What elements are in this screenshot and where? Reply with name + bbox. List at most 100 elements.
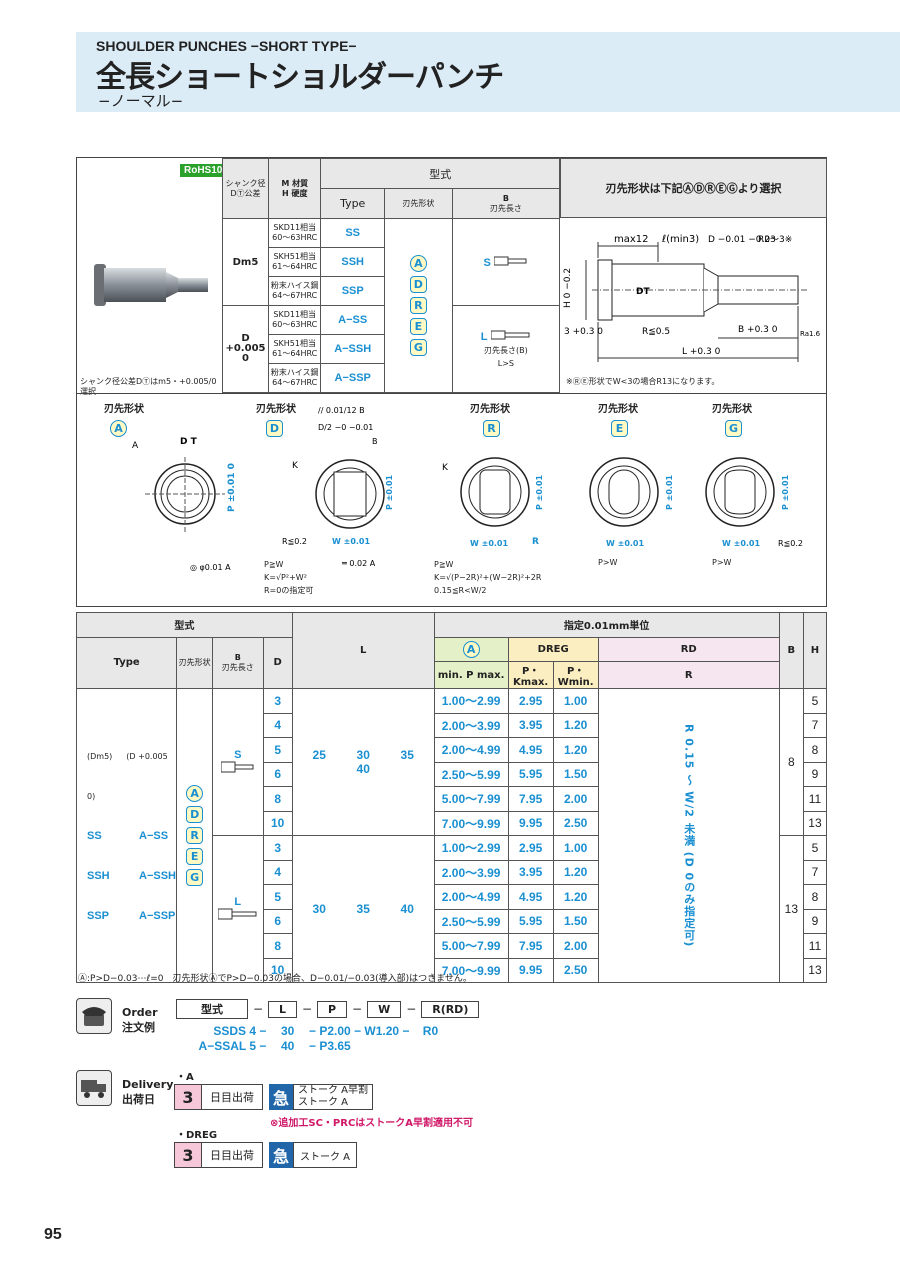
- rohs-badge: RoHS10: [180, 164, 227, 177]
- cell-pk: 2.95: [507, 835, 554, 861]
- cell-d: 3: [262, 835, 293, 861]
- delivery-a-row: 3 日目出荷 急 ストーク A早割ストーク A: [174, 1084, 374, 1110]
- cell-a-range: 1.00〜2.99: [433, 835, 509, 861]
- svg-text:═ 0.02 A: ═ 0.02 A: [341, 559, 376, 568]
- shape-a-drawing: A D T P ±0.01 0 ◎ φ0.01 A: [132, 437, 237, 572]
- cell-pw: 1.00: [552, 688, 599, 714]
- th-type: Type: [75, 636, 178, 689]
- shape-a-title: 刃先形状: [104, 404, 144, 415]
- th-h: H: [802, 612, 828, 689]
- cell-pk: 5.95: [507, 908, 554, 934]
- title-subtitle: −ノーマル−: [98, 92, 184, 110]
- cell-d: 8: [262, 786, 293, 812]
- svg-text:W ±0.01: W ±0.01: [722, 539, 760, 548]
- cell-h: 13: [802, 957, 828, 983]
- cell-a-range: 2.50〜5.99: [433, 761, 509, 787]
- th-pk: P・Kmax.: [507, 661, 554, 689]
- cell-h: 8: [802, 884, 828, 910]
- svg-text:R: R: [532, 537, 539, 547]
- cell-pw: 1.20: [552, 884, 599, 910]
- order-examples: SSDS 4 − 30 − P2.00 − W1.20 − R0 A−SSAL …: [198, 1024, 439, 1053]
- cell-a-range: 2.00〜4.99: [433, 737, 509, 763]
- shape-g-note: P>W: [712, 558, 732, 567]
- type-ssh: SSH: [320, 247, 385, 277]
- title-english: SHOULDER PUNCHES −SHORT TYPE−: [96, 38, 357, 54]
- type-a-ss: A−SS: [320, 305, 385, 335]
- cell-d: 4: [262, 712, 293, 738]
- shape-g-title: 刃先形状: [712, 404, 752, 415]
- shape-d-badge: D: [266, 420, 283, 437]
- svg-text:H 0 −0.2: H 0 −0.2: [563, 268, 573, 308]
- svg-text:P ±0.01: P ±0.01: [781, 474, 790, 510]
- cell-pw: 2.00: [552, 933, 599, 959]
- cell-d: 8: [262, 933, 293, 959]
- cell-pw: 1.20: [552, 737, 599, 763]
- shape-e-title: 刃先形状: [598, 404, 638, 415]
- cell-h: 5: [802, 835, 828, 861]
- svg-text:A: A: [132, 441, 139, 451]
- svg-text:W ±0.01: W ±0.01: [332, 537, 370, 546]
- cell-pk: 5.95: [507, 761, 554, 787]
- delivery-dreg-row: 3 日目出荷 急 ストーク A: [174, 1142, 358, 1168]
- cell-pk: 3.95: [507, 859, 554, 885]
- cell-pk: 4.95: [507, 884, 554, 910]
- page-number: 95: [44, 1226, 62, 1243]
- cell-pw: 2.50: [552, 957, 599, 983]
- cell-pw: 1.20: [552, 712, 599, 738]
- cell-a-range: 2.50〜5.99: [433, 908, 509, 934]
- shape-e-drawing: P ±0.01 W ±0.01: [589, 457, 674, 548]
- svg-text:B: B: [372, 437, 378, 446]
- stroke-box: ストーク A早割ストーク A: [293, 1084, 374, 1110]
- th-pw: P・Wmin.: [552, 661, 599, 689]
- th-minmax: min. P max.: [433, 661, 509, 689]
- delivery-a-label: ・A: [176, 1072, 194, 1083]
- th-r: R: [597, 661, 780, 689]
- tip-l: L: [212, 835, 264, 983]
- svg-text:D T: D T: [180, 437, 198, 447]
- cell-h: 11: [802, 786, 828, 812]
- th-tip-shape: 刃先形状: [176, 636, 214, 689]
- shape-r-drawing: K P ±0.01 W ±0.01 R: [442, 457, 544, 548]
- svg-text:ℓ(min3): ℓ(min3): [662, 234, 699, 245]
- cell-pw: 1.50: [552, 761, 599, 787]
- cell-h: 5: [802, 688, 828, 714]
- svg-text:◎ φ0.01 A: ◎ φ0.01 A: [190, 563, 231, 572]
- th-rd: RD: [597, 636, 780, 662]
- th-d: D: [262, 636, 293, 689]
- svg-text:P ±0.01: P ±0.01: [535, 474, 544, 510]
- cell-d: 6: [262, 908, 293, 934]
- cell-pw: 2.00: [552, 786, 599, 812]
- truck-icon: [76, 1070, 112, 1106]
- tip-s: S: [451, 218, 561, 306]
- cell-b-s: 8: [778, 688, 804, 836]
- cell-a-range: 2.00〜4.99: [433, 884, 509, 910]
- title-japanese: 全長ショートショルダーパンチ: [96, 60, 504, 95]
- cell-pk: 4.95: [507, 737, 554, 763]
- cell-a-range: 5.00〜7.99: [433, 933, 509, 959]
- type-a-ssh: A−SSH: [320, 334, 385, 364]
- footnote: Ⓐ:P>D−0.03⋯ℓ=0 刃先形状ⒶでP>D−0.03の場合、D−0.01/…: [78, 974, 472, 984]
- svg-text:W ±0.01: W ±0.01: [606, 539, 644, 548]
- svg-text:D −0.01 −0.03: D −0.01 −0.03: [708, 235, 776, 245]
- type-ssp: SSP: [320, 276, 385, 306]
- cell-pk: 7.95: [507, 786, 554, 812]
- col-tip-shape: 刃先形状: [383, 188, 453, 219]
- th-a: A: [433, 636, 509, 662]
- punch-drawing: max12 ℓ(min3) D −0.01 −0.03 R2〜3※ H 0 −0…: [563, 234, 821, 362]
- cell-b-l: 13: [778, 835, 804, 983]
